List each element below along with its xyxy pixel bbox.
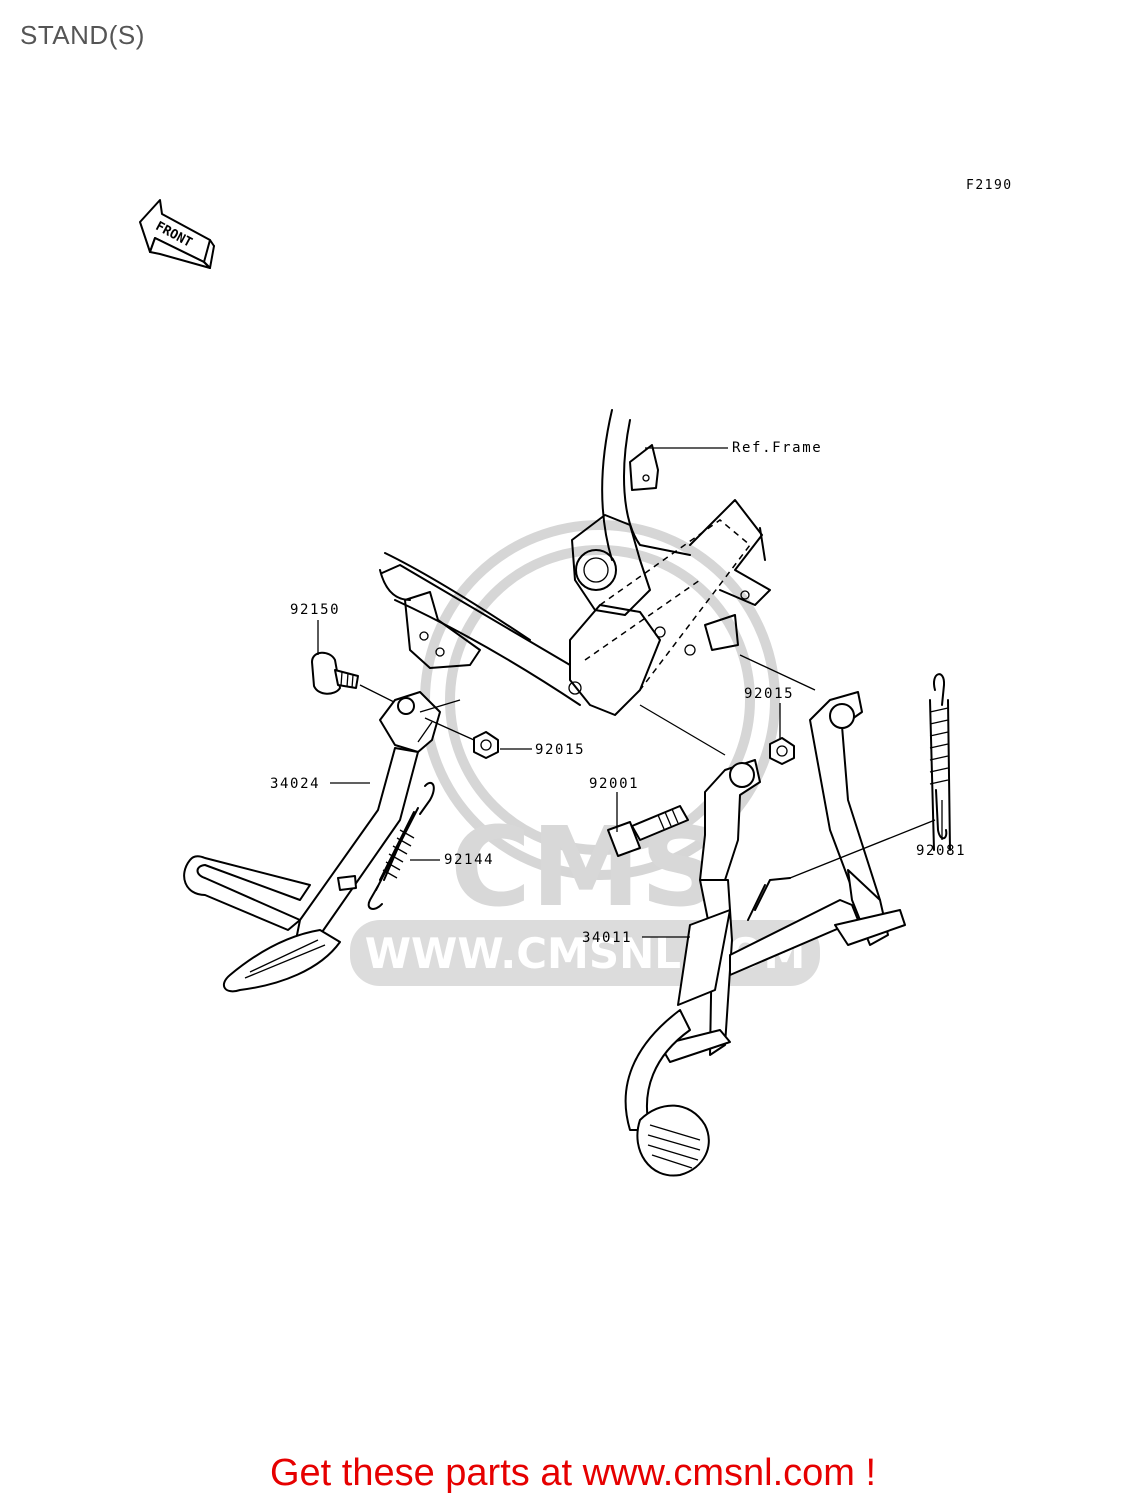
footer-promo-link[interactable]: Get these parts at www.cmsnl.com ! [269, 1452, 877, 1494]
page-title: STAND(S) [20, 20, 145, 50]
pivot-bolt-92001 [607, 805, 689, 857]
callout-92015-left: 92015 [535, 742, 586, 758]
figure-code: F2190 [966, 178, 1013, 193]
spring-92081 [789, 673, 951, 879]
nut-92015-right [639, 654, 816, 765]
callout-92015-right: 92015 [744, 686, 795, 702]
pivot-bolt-92150 [311, 651, 401, 706]
callout-leaders [317, 447, 943, 938]
callout-92150: 92150 [290, 602, 341, 618]
callout-34024: 34024 [270, 776, 321, 792]
callout-92144: 92144 [444, 852, 495, 868]
callout-92001: 92001 [589, 776, 640, 792]
frame-reference [379, 409, 771, 716]
spring-92144 [367, 781, 435, 910]
front-direction-arrow: FRONT [139, 199, 215, 269]
callout-34011: 34011 [582, 930, 633, 946]
callout-ref-frame: Ref.Frame [732, 440, 823, 456]
callout-92081: 92081 [916, 843, 967, 859]
center-stand-34011 [624, 691, 906, 1177]
nut-92015-left [424, 717, 499, 759]
side-stand-34024 [183, 691, 461, 993]
